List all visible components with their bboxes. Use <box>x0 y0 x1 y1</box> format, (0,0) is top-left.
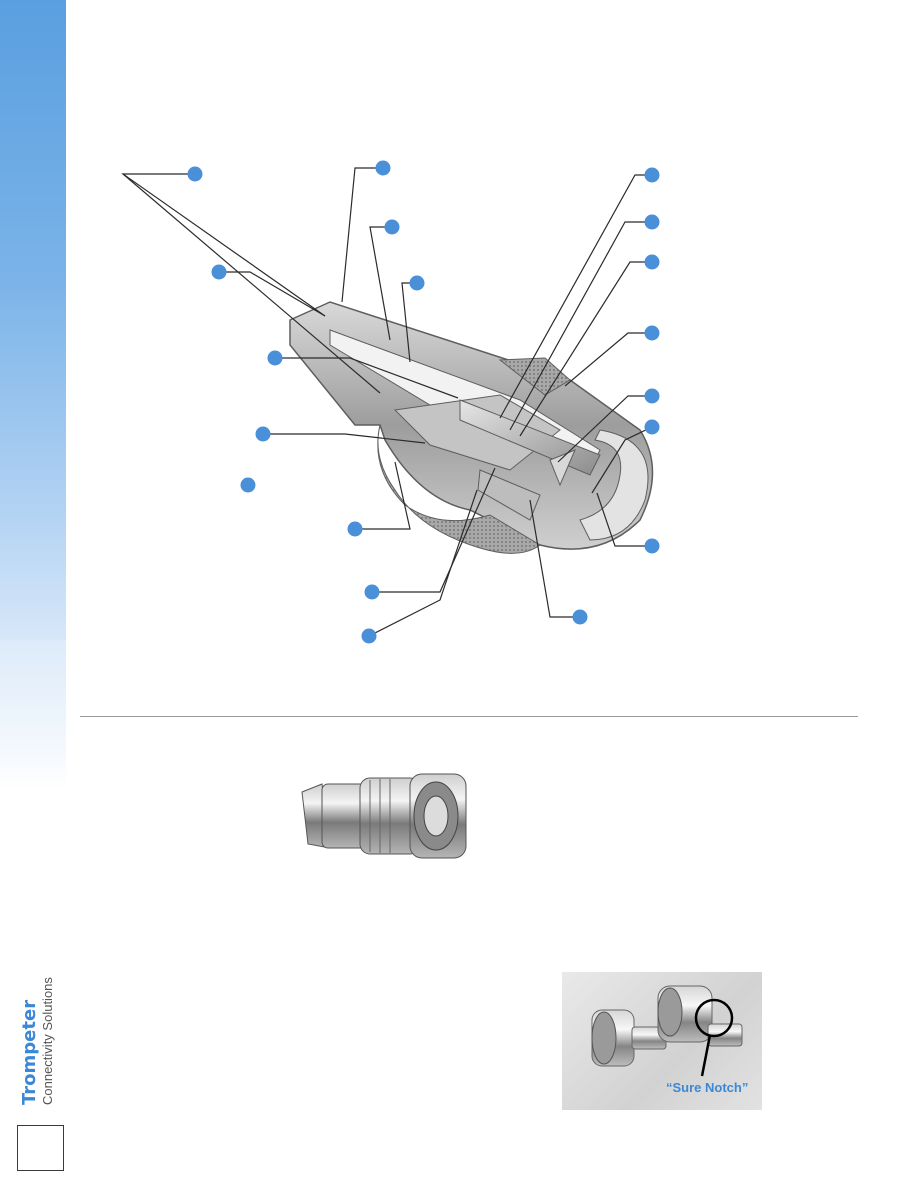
page-number-box <box>17 1125 64 1171</box>
section-divider <box>80 716 858 717</box>
callout-marker <box>644 254 660 270</box>
sure-notch-photo: “Sure Notch” <box>562 972 762 1110</box>
callout-marker <box>644 325 660 341</box>
callout-marker <box>644 419 660 435</box>
callout-marker <box>644 167 660 183</box>
callout-marker <box>644 214 660 230</box>
brand-tagline: Connectivity Solutions <box>40 977 55 1105</box>
connector-cutaway-diagram <box>121 160 660 644</box>
connector-right <box>657 985 743 1047</box>
callout-marker <box>644 538 660 554</box>
callout-marker <box>267 350 283 366</box>
callout-marker <box>240 477 256 493</box>
sidebar-band <box>0 640 66 790</box>
sure-notch-label: “Sure Notch” <box>666 1080 749 1095</box>
callout-marker <box>644 388 660 404</box>
sure-notch-illustration <box>591 985 743 1077</box>
sidebar-gradient <box>0 0 66 790</box>
callout-marker <box>347 521 363 537</box>
callout-marker <box>187 166 203 182</box>
callout-marker <box>255 426 271 442</box>
callout-markers <box>187 160 660 644</box>
callout-marker <box>361 628 377 644</box>
callout-marker <box>409 275 425 291</box>
callout-marker <box>211 264 227 280</box>
connector-left <box>591 1009 667 1067</box>
callout-marker <box>364 584 380 600</box>
brand-name: Trompeter <box>19 999 40 1105</box>
connector-photo <box>301 773 467 859</box>
callout-marker <box>572 609 588 625</box>
brand-logo: Trompeter Connectivity Solutions <box>19 965 64 1105</box>
callout-marker <box>375 160 391 176</box>
callout-marker <box>384 219 400 235</box>
sure-notch-circle <box>694 998 734 1038</box>
connector-body <box>289 301 654 554</box>
